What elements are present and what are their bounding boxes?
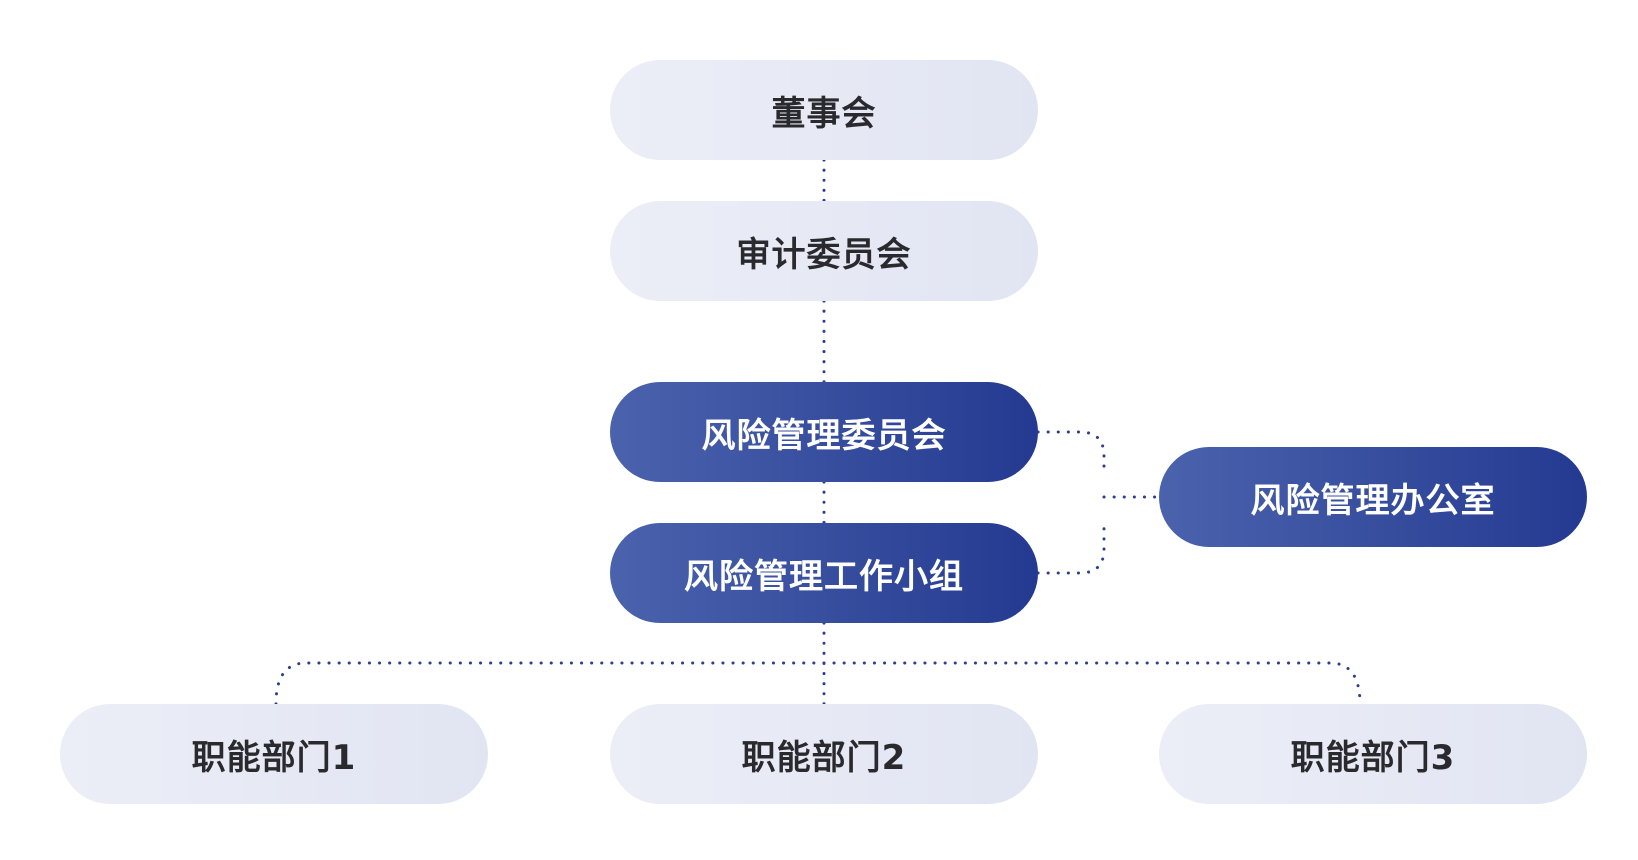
node-board: 董事会: [610, 60, 1038, 160]
connector-riskcomm-bracket: [1036, 430, 1106, 476]
node-risk-management-office: 风险管理办公室: [1159, 447, 1587, 547]
node-functional-dept-1: 职能部门1: [60, 704, 488, 804]
node-risk-management-committee: 风险管理委员会: [610, 382, 1038, 482]
node-functional-dept-2: 职能部门2: [610, 704, 1038, 804]
node-functional-dept-3: 职能部门3: [1159, 704, 1587, 804]
connector-workgroup-bracket: [1036, 518, 1106, 575]
connector-dept-bus: [274, 661, 1362, 706]
node-audit-committee: 审计委员会: [610, 201, 1038, 301]
node-risk-management-workgroup: 风险管理工作小组: [610, 523, 1038, 623]
